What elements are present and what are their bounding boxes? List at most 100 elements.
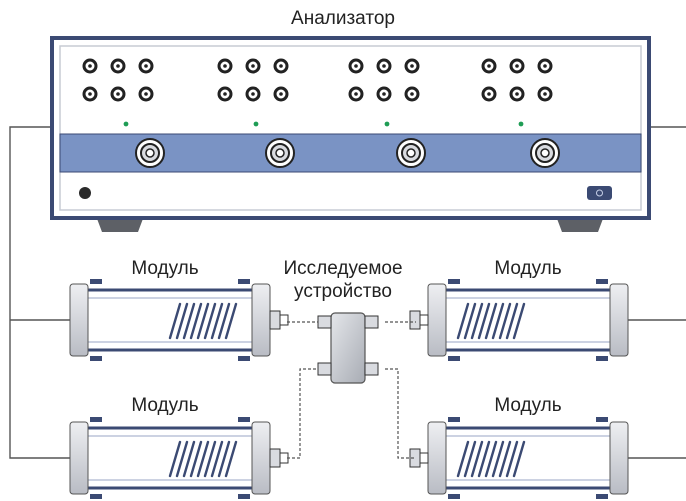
- vent-slot: [217, 302, 231, 340]
- jumper-cables: [287, 321, 416, 459]
- knob-center: [410, 92, 414, 96]
- port-pin: [145, 148, 155, 158]
- module-foot: [448, 279, 460, 284]
- jumper-bottom-right: [385, 368, 416, 459]
- module-label-bottom-left: Модуль: [131, 395, 199, 416]
- vent-slot: [484, 302, 498, 340]
- module-foot: [90, 494, 102, 499]
- module-connector-tip: [279, 314, 289, 326]
- port-pin: [540, 148, 550, 158]
- knob-center: [487, 92, 491, 96]
- module-foot: [90, 417, 102, 422]
- standby-button: [587, 186, 612, 200]
- module-top-left: [69, 279, 289, 361]
- analyzer-inner-frame: [59, 45, 642, 211]
- port-pin: [406, 148, 416, 158]
- vent-slot: [175, 302, 189, 340]
- vent-slot: [182, 302, 196, 340]
- module-top-right: [409, 279, 629, 361]
- vent-slot: [505, 302, 519, 340]
- module-connector-tip: [279, 452, 289, 464]
- vent-slot: [196, 302, 210, 340]
- knob-center: [144, 64, 148, 68]
- module-end-cap: [427, 421, 447, 495]
- knob-center: [116, 92, 120, 96]
- vent-slot: [512, 302, 526, 340]
- module-body: [440, 288, 616, 352]
- vent-slot: [470, 302, 484, 340]
- knob-center: [223, 92, 227, 96]
- vent-slot: [463, 440, 477, 478]
- vent-slot: [168, 302, 182, 340]
- module-end-cap: [69, 421, 89, 495]
- module-foot: [90, 279, 102, 284]
- knob-center: [223, 64, 227, 68]
- knob-center: [515, 92, 519, 96]
- module-foot: [448, 417, 460, 422]
- vent-slot: [182, 440, 196, 478]
- knob-center: [279, 64, 283, 68]
- vent-slot: [168, 440, 182, 478]
- dut-connectors: [317, 315, 379, 376]
- status-led: [253, 121, 259, 127]
- knob-center: [515, 64, 519, 68]
- power-button: [79, 187, 91, 199]
- dut-label: Исследуемое устройство: [263, 258, 423, 304]
- knob-center: [543, 92, 547, 96]
- knob-center: [382, 92, 386, 96]
- knob-center: [279, 92, 283, 96]
- module-foot: [596, 279, 608, 284]
- module-end-cap: [427, 283, 447, 357]
- module-label-top-left: Модуль: [131, 258, 199, 279]
- vent-slot: [217, 440, 231, 478]
- module-foot: [596, 494, 608, 499]
- knob-center: [251, 64, 255, 68]
- cable-right: [628, 126, 686, 459]
- vent-slot: [210, 302, 224, 340]
- vent-slot: [196, 440, 210, 478]
- status-led: [123, 121, 129, 127]
- module-foot: [238, 356, 250, 361]
- standby-icon: [596, 189, 603, 197]
- knob-center: [251, 92, 255, 96]
- knob-center: [354, 92, 358, 96]
- dut-label-line1: Исследуемое: [283, 258, 403, 279]
- vent-slot: [210, 440, 224, 478]
- vent-slot: [498, 302, 512, 340]
- vent-slot: [512, 440, 526, 478]
- knob-center: [543, 64, 547, 68]
- module-foot: [448, 356, 460, 361]
- module-body: [440, 426, 616, 490]
- vent-slot: [484, 440, 498, 478]
- vent-slot: [456, 440, 470, 478]
- dut-port: [364, 315, 379, 329]
- module-end-cap: [609, 421, 629, 495]
- dut-label-line2: устройство: [294, 280, 392, 302]
- analyzer: [50, 36, 651, 232]
- knob-center: [88, 92, 92, 96]
- knob-center: [487, 64, 491, 68]
- module-foot: [596, 356, 608, 361]
- vent-slot: [463, 302, 477, 340]
- dut-body: [330, 312, 366, 384]
- knob-center: [144, 92, 148, 96]
- module-body: [82, 426, 258, 490]
- vent-slot: [203, 440, 217, 478]
- analyzer-leds: [123, 121, 524, 127]
- knob-center: [88, 64, 92, 68]
- module-end-cap: [609, 283, 629, 357]
- module-bottom-right: [409, 417, 629, 499]
- module-connector: [269, 448, 281, 468]
- vent-slot: [203, 302, 217, 340]
- module-connector-tip: [419, 452, 429, 464]
- vent-slot: [456, 302, 470, 340]
- dut: [317, 312, 379, 384]
- analyzer-ports: [135, 138, 560, 168]
- module-foot: [238, 279, 250, 284]
- module-foot: [238, 417, 250, 422]
- analyzer-label: Анализатор: [291, 8, 395, 29]
- vent-slot: [498, 440, 512, 478]
- status-led: [384, 121, 390, 127]
- module-foot: [90, 356, 102, 361]
- vent-slot: [175, 440, 189, 478]
